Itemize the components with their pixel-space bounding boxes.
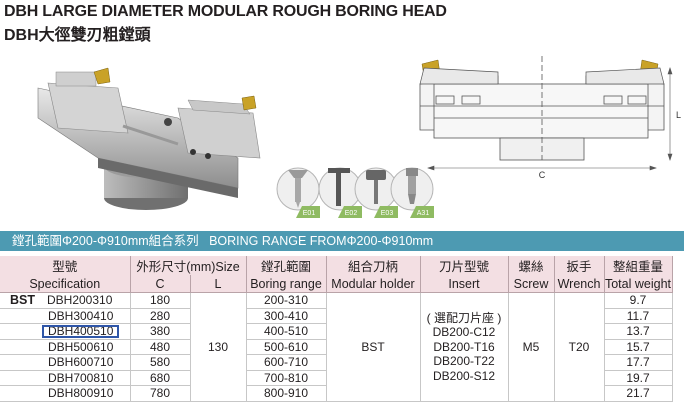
dimension-l-label: L (676, 110, 681, 120)
dimension-c-label: C (539, 170, 546, 180)
boring-head-photo (37, 67, 261, 210)
header-screw-en: Screw (508, 275, 555, 293)
banner-text: 鏜孔範圍Φ200-Φ910mm組合系列 BORING RANGE FROMΦ20… (12, 234, 434, 248)
range-cell: 500-610 (246, 339, 327, 355)
range-cell: 700-810 (246, 370, 327, 386)
accessory-a31-cartridge-icon: A31 (390, 167, 434, 218)
title-chinese: DBH大徑雙刃粗鏜頭 (4, 27, 151, 44)
selected-spec-box[interactable]: DBH400510 (42, 325, 120, 338)
accessory-a31-label: A31 (417, 210, 430, 217)
size-c-cell: 480 (130, 339, 191, 355)
insert-item: DB200-T22 (433, 354, 495, 368)
spec-table: 型號 外形尺寸(mm)Size 鏜孔範圍 組合刀柄 刀片型號 螺絲 扳手 整組重… (0, 256, 673, 402)
spec-cell: DBH500610 (0, 339, 131, 355)
range-cell: 200-310 (246, 292, 327, 309)
spec-cell: DBH700810 (0, 370, 131, 386)
size-c-cell: 780 (130, 385, 191, 402)
spec-cell: DBH800910 (0, 385, 131, 402)
boring-range-banner: 鏜孔範圍Φ200-Φ910mm組合系列 BORING RANGE FROMΦ20… (0, 231, 684, 251)
range-cell: 800-910 (246, 385, 327, 402)
table-row: DBH400510 380 400-510 13.7 (0, 323, 673, 340)
size-c-cell: 680 (130, 370, 191, 386)
table-header-row-en: Specification C L Boring range Modular h… (0, 275, 673, 293)
accessory-e03-key-icon: E03 (354, 167, 398, 218)
wrench-cell: T20 (554, 292, 605, 402)
header-wrench-en: Wrench (554, 275, 605, 293)
header-insert-en: Insert (420, 275, 509, 293)
header-range-en: Boring range (246, 275, 327, 293)
header-size-c: C (130, 275, 191, 293)
screw-cell: M5 (508, 292, 555, 402)
insert-note: ( 選配刀片座 ) (426, 310, 502, 325)
weight-cell: 21.7 (604, 385, 673, 402)
spec-cell: DBH400510 (0, 323, 131, 340)
technical-drawing: C L (419, 56, 681, 180)
table-row: DBH800910 780 800-910 21.7 (0, 385, 673, 402)
header-weight-zh: 整組重量 (604, 256, 673, 275)
header-holder-zh: 組合刀柄 (326, 256, 421, 275)
spec-cell: DBH300410 (0, 308, 131, 324)
weight-cell: 9.7 (604, 292, 673, 309)
table-header-row-zh: 型號 外形尺寸(mm)Size 鏜孔範圍 組合刀柄 刀片型號 螺絲 扳手 整組重… (0, 256, 673, 275)
series-label: BST (10, 293, 35, 307)
size-c-cell: 580 (130, 354, 191, 371)
header-size-zh: 外形尺寸(mm)Size (130, 256, 247, 275)
header-holder-en: Modular holder (326, 275, 421, 293)
title-english: DBH LARGE DIAMETER MODULAR ROUGH BORING … (4, 3, 447, 20)
range-cell: 400-510 (246, 323, 327, 340)
insert-cell: ( 選配刀片座 ) DB200-C12 DB200-T16 DB200-T22 … (420, 292, 509, 402)
spec-cell: DBH600710 (0, 354, 131, 371)
accessory-e03-label: E03 (381, 210, 394, 217)
header-weight-en: Total weight (604, 275, 673, 293)
header-insert-zh: 刀片型號 (420, 256, 509, 275)
table-row: DBH600710 580 600-710 17.7 (0, 354, 673, 371)
range-cell: 600-710 (246, 354, 327, 371)
holder-cell: BST (326, 292, 421, 402)
header-range-zh: 鏜孔範圍 (246, 256, 327, 275)
accessory-e02-wrench-icon: E02 (318, 167, 362, 218)
weight-cell: 13.7 (604, 323, 673, 340)
table-row: DBH500610 480 500-610 15.7 (0, 339, 673, 355)
header-spec-en: Specification (0, 275, 131, 293)
header-size-l: L (190, 275, 247, 293)
size-l-cell: 130 (190, 292, 247, 402)
size-c-cell: 380 (130, 323, 191, 340)
range-cell: 300-410 (246, 308, 327, 324)
insert-item: DB200-S12 (432, 368, 496, 383)
size-c-cell: 180 (130, 292, 191, 309)
table-row: DBH700810 680 700-810 19.7 (0, 370, 673, 386)
weight-cell: 15.7 (604, 339, 673, 355)
header-wrench-zh: 扳手 (554, 256, 605, 275)
weight-cell: 11.7 (604, 308, 673, 324)
header-screw-zh: 螺絲 (508, 256, 555, 275)
accessory-e01-label: E01 (303, 210, 316, 217)
accessory-e01-screw-icon: E01 (276, 167, 320, 218)
weight-cell: 19.7 (604, 370, 673, 386)
insert-item: DB200-C12 (432, 325, 496, 339)
weight-cell: 17.7 (604, 354, 673, 371)
size-c-cell: 280 (130, 308, 191, 324)
accessory-e02-label: E02 (345, 210, 358, 217)
header-spec-zh: 型號 (0, 256, 131, 275)
insert-item: DB200-T16 (433, 339, 495, 354)
table-row: DBH300410 280 300-410 11.7 (0, 308, 673, 324)
